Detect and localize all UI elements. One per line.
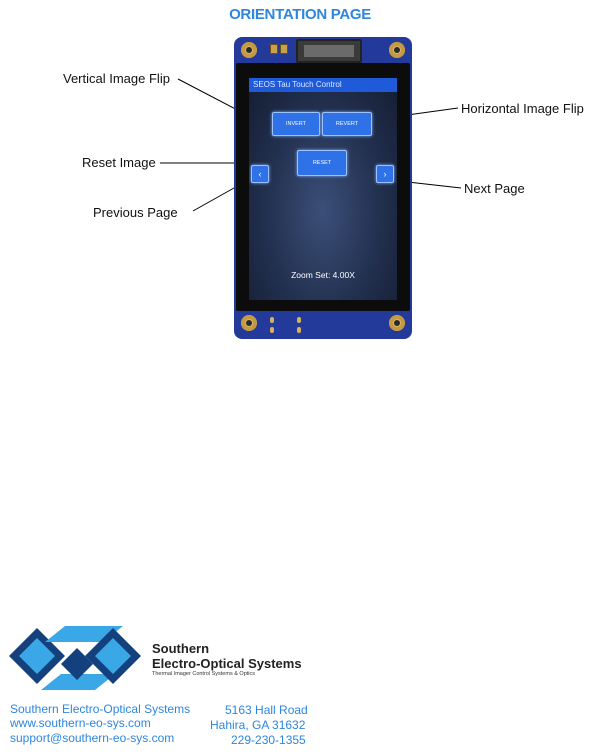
callout-horizontal-flip: Horizontal Image Flip [461, 101, 584, 116]
smd-component [280, 44, 288, 54]
mounting-hole [389, 42, 405, 58]
revert-button[interactable]: REVERT [322, 112, 372, 136]
brand-name-line1: Southern [152, 641, 210, 656]
mounting-hole [241, 42, 257, 58]
website-link[interactable]: www.southern-eo-sys.com [10, 716, 151, 730]
smd-component [270, 44, 278, 54]
touch-screen: SEOS Tau Touch Control INVERT REVERT RES… [249, 78, 397, 300]
phone-number: 229-230-1355 [231, 733, 306, 747]
mounting-hole [389, 315, 405, 331]
zoom-readout: Zoom Set: 4.00X [291, 270, 355, 280]
solder-pad [297, 317, 301, 323]
invert-button[interactable]: INVERT [272, 112, 320, 136]
next-page-button[interactable]: › [376, 165, 394, 183]
callout-reset-image: Reset Image [82, 155, 156, 170]
previous-page-button[interactable]: ‹ [251, 165, 269, 183]
company-name: Southern Electro-Optical Systems [10, 702, 191, 716]
company-logo-icon [9, 626, 141, 690]
page-title: ORIENTATION PAGE [229, 6, 371, 23]
mounting-hole [241, 315, 257, 331]
callout-previous-page: Previous Page [93, 205, 178, 220]
solder-pad [270, 317, 274, 323]
address-line1: 5163 Hall Road [225, 703, 308, 717]
reset-button[interactable]: RESET [297, 150, 347, 176]
brand-tagline: Thermal Imager Control Systems & Optics [152, 671, 256, 677]
callout-next-page: Next Page [464, 181, 525, 196]
solder-pad [270, 327, 274, 333]
screen-header: SEOS Tau Touch Control [249, 78, 397, 92]
solder-pad [297, 327, 301, 333]
callout-vertical-flip: Vertical Image Flip [63, 71, 170, 86]
address-line2: Hahira, GA 31632 [210, 718, 306, 732]
email-link[interactable]: support@southern-eo-sys.com [10, 731, 175, 745]
ribbon-connector [296, 39, 362, 63]
brand-name-line2: Electro-Optical Systems [152, 656, 302, 671]
